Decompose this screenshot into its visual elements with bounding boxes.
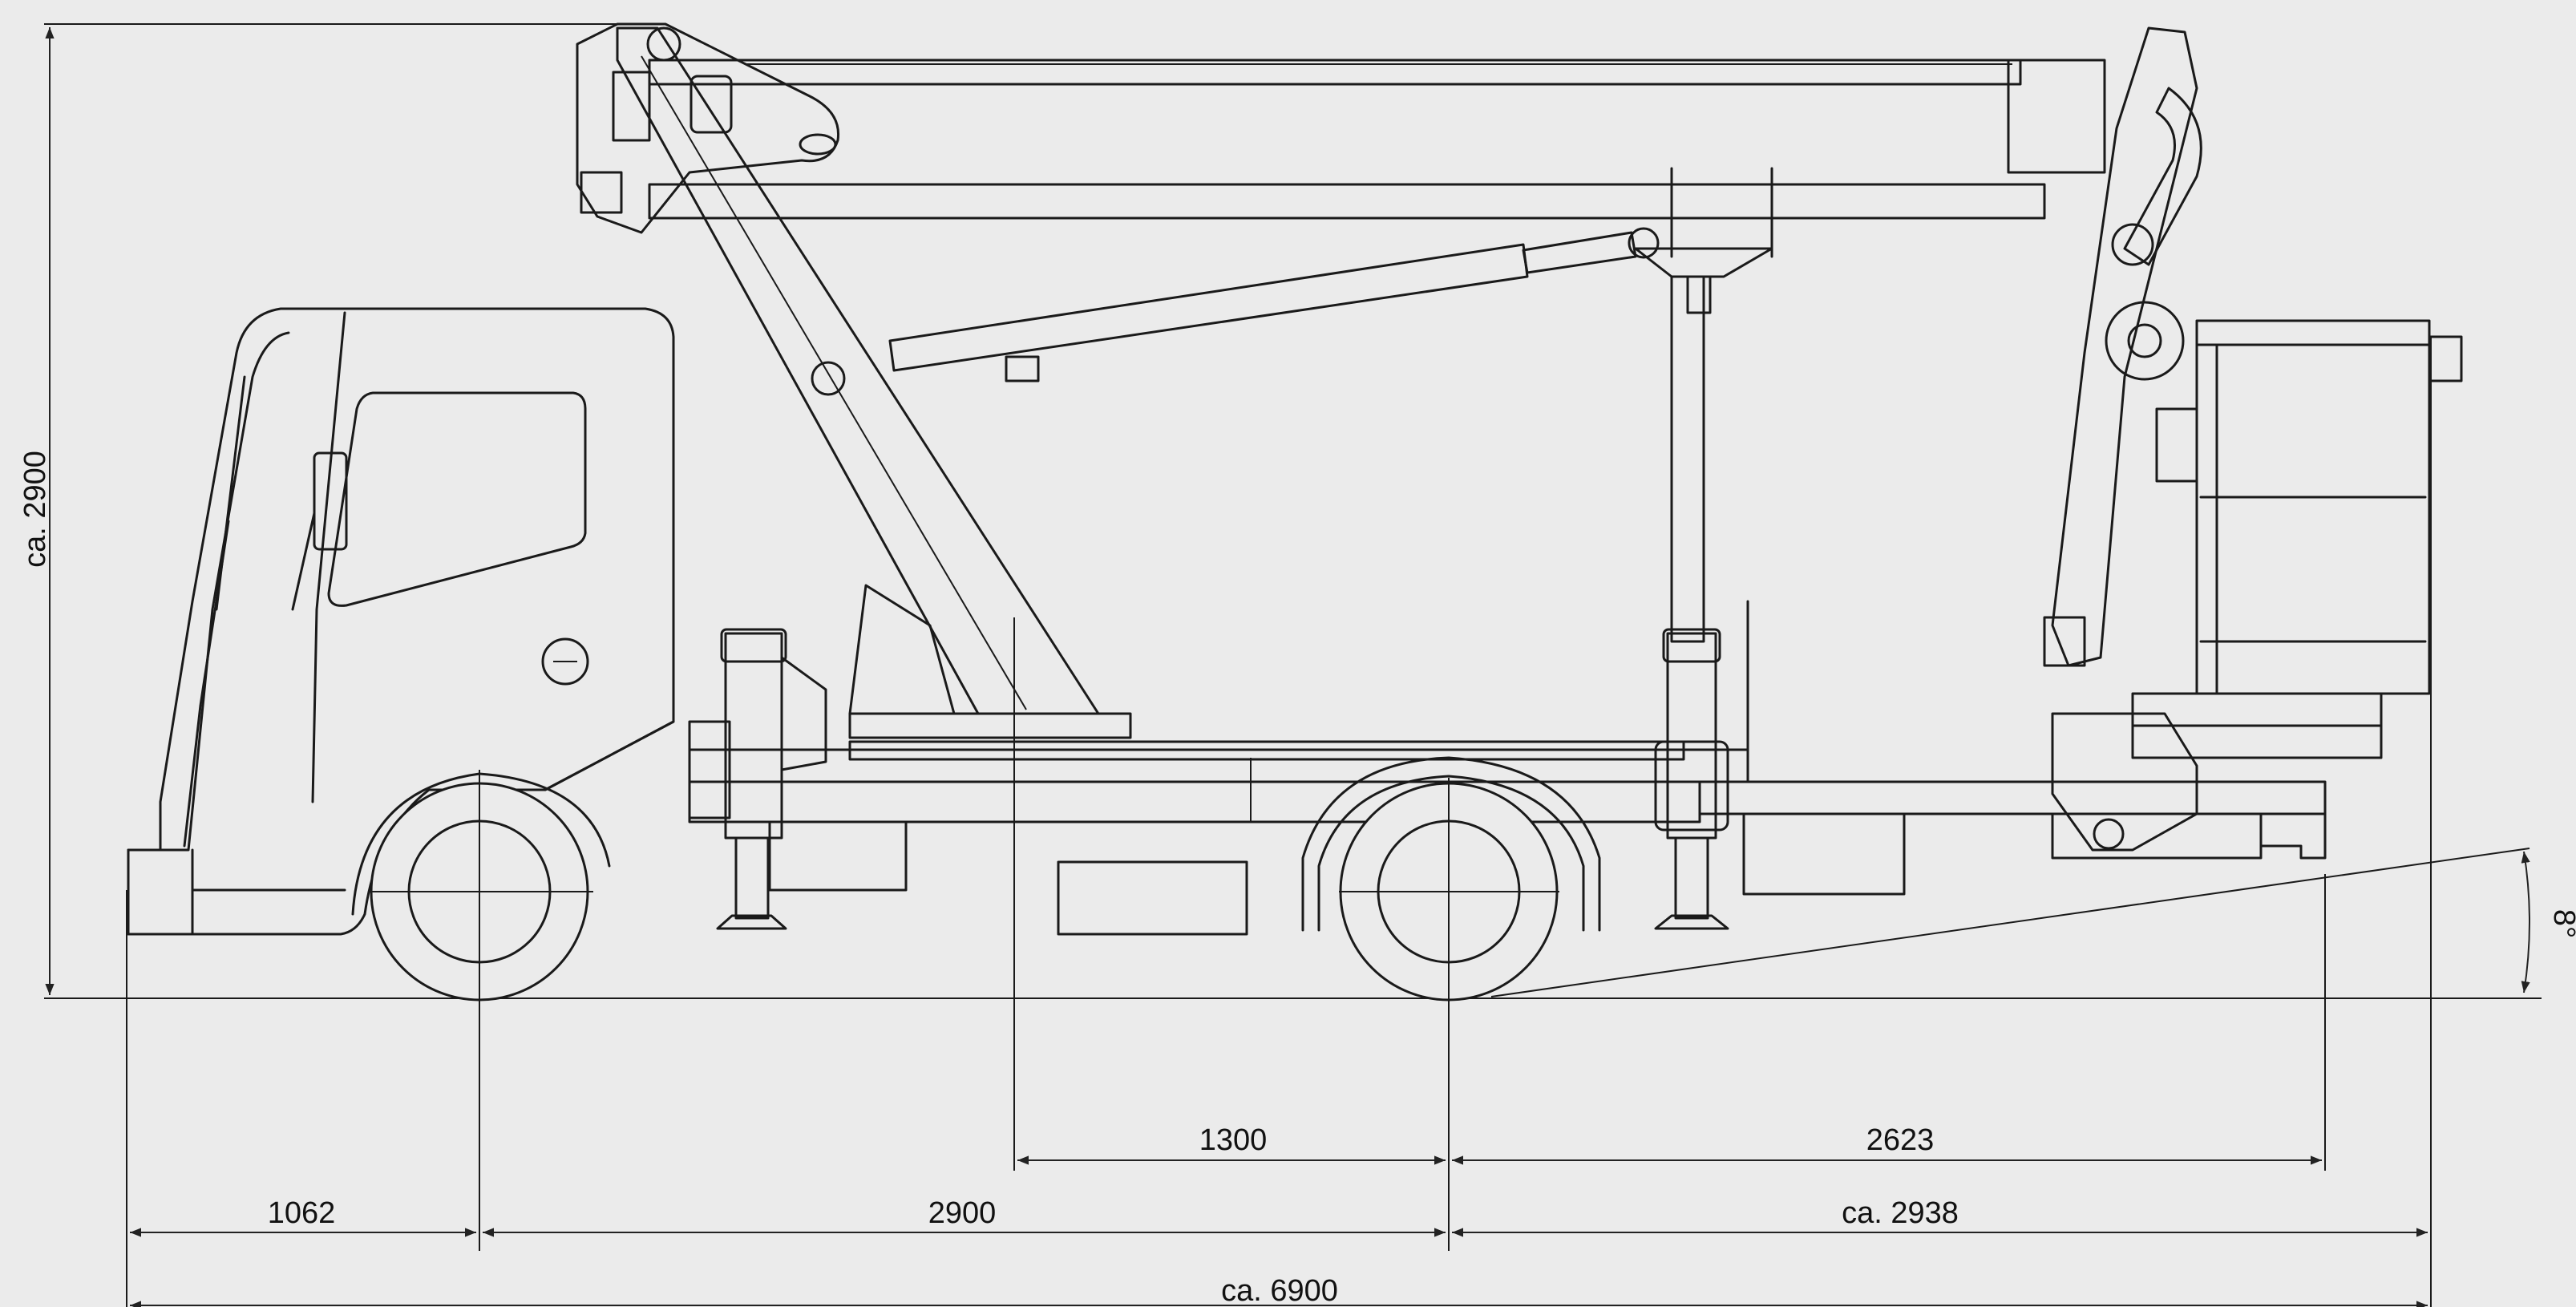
rear-frame-extension bbox=[1698, 780, 2327, 815]
rear-outrigger-leg bbox=[1674, 836, 1709, 920]
cylinder-valve bbox=[1005, 355, 1040, 382]
lift-cylinder bbox=[888, 243, 1529, 372]
subframe bbox=[848, 740, 1685, 761]
jib-head-bracket bbox=[2007, 59, 2106, 174]
boom-head-window bbox=[612, 71, 651, 142]
jib-pivot bbox=[2111, 223, 2154, 266]
boom-rest-head bbox=[1634, 247, 1773, 278]
rear-outrigger-housing bbox=[1666, 632, 1717, 840]
main-boom-inner bbox=[641, 55, 1027, 710]
side-mirror bbox=[313, 451, 348, 551]
boom-top-pivot bbox=[646, 26, 681, 62]
rotator-wheel bbox=[2105, 301, 2185, 381]
cab-windshield-edge bbox=[215, 375, 246, 611]
rotator-hub bbox=[2127, 323, 2162, 358]
battery-box bbox=[1057, 860, 1248, 936]
turret-base bbox=[848, 712, 1132, 739]
upper-boom-inner bbox=[648, 183, 2046, 220]
front-outrigger-bracket bbox=[780, 656, 827, 771]
rear-outrigger-foot bbox=[1654, 914, 1729, 930]
jib-base-pin bbox=[2093, 818, 2125, 850]
dimension-labels: ca. 2900 1300 2623 1062 2900 ca. 2938 ca… bbox=[18, 451, 2576, 1307]
total-length-label: ca. 6900 bbox=[1221, 1274, 1338, 1307]
boom-rest-clamp bbox=[1686, 275, 1712, 314]
front-outrigger-housing bbox=[724, 632, 783, 840]
turret-offset-label: 1300 bbox=[1199, 1123, 1268, 1157]
front-outrigger-mount bbox=[688, 720, 731, 819]
rear-outrigger-top bbox=[1662, 628, 1721, 663]
cylinder-pin bbox=[1628, 227, 1660, 259]
cab-rear-lower bbox=[544, 720, 675, 791]
rear-mudguard bbox=[1301, 756, 1601, 932]
upper-boom-outer bbox=[648, 59, 2022, 86]
front-overhang-label: 1062 bbox=[268, 1196, 336, 1230]
cab-badge-icon bbox=[541, 637, 589, 686]
basket-control-box bbox=[2155, 407, 2198, 483]
truck-cab bbox=[127, 307, 675, 936]
departure-angle-line bbox=[1490, 848, 2530, 997]
rear-bumper-end bbox=[2259, 812, 2327, 860]
front-wheel bbox=[351, 772, 611, 1002]
mirror-arm bbox=[291, 512, 316, 611]
rear-bumper-block bbox=[2051, 812, 2263, 860]
tool-box bbox=[1742, 812, 1906, 896]
boom-head-lamp bbox=[580, 171, 623, 214]
rear-overhang-label: ca. 2938 bbox=[1842, 1196, 1959, 1230]
boom-rest-column bbox=[1670, 275, 1705, 643]
angle-arc bbox=[2521, 851, 2530, 993]
angle-label: 8° bbox=[2547, 909, 2576, 938]
front-bumper bbox=[127, 848, 194, 936]
rear-mudguard-inner bbox=[1317, 775, 1585, 932]
wheelbase-label: 2900 bbox=[928, 1196, 997, 1230]
beacon-light bbox=[689, 75, 733, 134]
aerial-boom bbox=[576, 22, 2463, 852]
rear-wheel bbox=[1301, 756, 1601, 1002]
front-outrigger-top bbox=[720, 628, 787, 663]
cab-door-line bbox=[311, 311, 346, 803]
jib-arm bbox=[2051, 26, 2198, 667]
front-wheel-arch bbox=[351, 772, 611, 916]
front-outrigger-foot bbox=[716, 914, 787, 930]
boom-head bbox=[576, 22, 840, 234]
dimension-lines bbox=[44, 23, 2542, 1307]
main-frame-rail bbox=[688, 748, 1749, 783]
main-boom-pin bbox=[811, 361, 846, 396]
basket-handle bbox=[2428, 335, 2463, 382]
jib-link-block bbox=[2043, 616, 2086, 667]
lift-cylinder-rod bbox=[1522, 231, 1637, 274]
front-outrigger-leg bbox=[734, 836, 770, 920]
rear-outrigger bbox=[1654, 600, 1749, 930]
rear-outrigger-label: 2623 bbox=[1866, 1123, 1935, 1157]
work-basket bbox=[2195, 319, 2431, 695]
boom-head-slot bbox=[799, 133, 837, 156]
cab-side-window bbox=[327, 391, 587, 607]
height-label: ca. 2900 bbox=[18, 451, 52, 568]
cab-front-face bbox=[159, 331, 290, 852]
jib-cylinder bbox=[2123, 87, 2202, 266]
front-outrigger bbox=[688, 628, 827, 930]
turret-body bbox=[848, 584, 956, 715]
side-step-box bbox=[768, 820, 908, 892]
jib-base-assembly bbox=[2051, 712, 2198, 852]
main-boom bbox=[616, 26, 1100, 715]
rear-outrigger-mount bbox=[1654, 740, 1729, 832]
